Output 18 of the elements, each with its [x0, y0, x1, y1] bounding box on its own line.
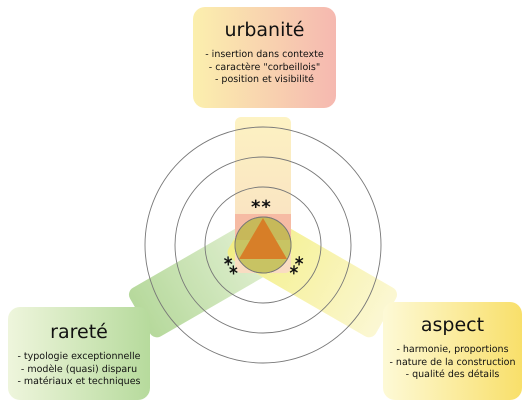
- asterisk-mark: **: [287, 253, 314, 281]
- criterion-item: - insertion dans contexte: [205, 49, 324, 62]
- criterion-item: - qualité des détails: [406, 369, 500, 382]
- criterion-item: - modèle (quasi) disparu: [20, 364, 138, 376]
- card-title: aspect: [420, 314, 484, 336]
- criterion-item: - position et visibilité: [214, 74, 314, 86]
- asterisk-mark: **: [251, 199, 272, 217]
- criterion-item: - matériaux et techniques: [17, 376, 141, 388]
- criterion-card: [193, 7, 336, 108]
- card-title: rareté: [50, 321, 108, 343]
- criterion-item: - typologie exceptionnelle: [17, 351, 141, 364]
- criterion-item: - caractère "corbeillois": [208, 62, 320, 74]
- criterion-item: - harmonie, proportions: [396, 344, 509, 356]
- criterion-card: [383, 302, 522, 400]
- criterion-item: - nature de la construction: [389, 356, 516, 369]
- card-title: urbanité: [224, 19, 305, 41]
- criterion-card: [8, 307, 150, 400]
- asterisk-mark: **: [214, 254, 240, 282]
